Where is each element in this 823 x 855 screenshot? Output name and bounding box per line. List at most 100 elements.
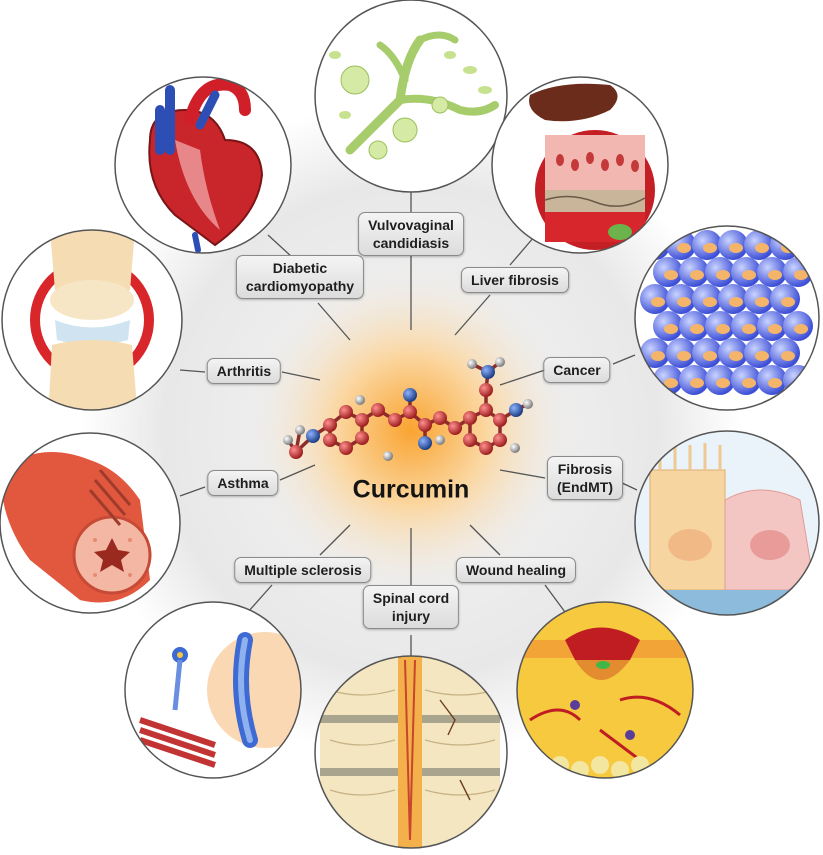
hydrogen-atom <box>495 357 505 367</box>
tumor-cell-nucleus <box>729 297 743 307</box>
hydrogen-atom <box>467 359 477 369</box>
center-title: Curcumin <box>352 475 470 504</box>
tumor-cell-nucleus <box>768 270 782 280</box>
label-line: (EndMT) <box>557 479 613 495</box>
label-line: Spinal cord <box>372 590 450 606</box>
label-line: Multiple sclerosis <box>244 562 362 578</box>
carbon-atom <box>493 433 507 447</box>
oxygen-atom <box>306 429 320 443</box>
carbon-atom <box>463 411 477 425</box>
label-line: candidiasis <box>372 235 450 251</box>
hydrogen-atom <box>383 451 393 461</box>
label-line: cardiomyopathy <box>245 278 355 294</box>
connector-lines <box>179 192 638 656</box>
label-arthritis: Arthritis <box>206 358 282 384</box>
tumor-cell <box>783 365 813 395</box>
tumor-cell-nucleus <box>716 270 730 280</box>
tumor-cell-nucleus <box>651 297 665 307</box>
tumor-cell-nucleus <box>716 324 730 334</box>
tumor-cell-nucleus <box>703 297 717 307</box>
tumor-cell-nucleus <box>742 324 756 334</box>
carbon-atom <box>339 405 353 419</box>
tumor-cell-nucleus <box>690 324 704 334</box>
tumor-cell-nucleus <box>690 270 704 280</box>
label-line: Asthma <box>217 475 269 491</box>
tumor-cell-nucleus <box>729 243 743 253</box>
tumor-cell-nucleus <box>716 378 730 388</box>
carbon-atom <box>403 405 417 419</box>
tumor-cell-nucleus <box>781 297 795 307</box>
carbon-atom <box>289 445 303 459</box>
carbon-atom <box>355 413 369 427</box>
label-line: injury <box>391 608 431 624</box>
tumor-cell-nucleus <box>677 297 691 307</box>
label-line: Diabetic <box>272 260 328 276</box>
tumor-cell-nucleus <box>755 243 769 253</box>
carbon-atom <box>463 433 477 447</box>
carbon-atom <box>323 433 337 447</box>
label-fibrosis-endmt: Fibrosis (EndMT) <box>547 456 623 500</box>
label-line: Arthritis <box>216 363 272 379</box>
carbon-atom <box>493 413 507 427</box>
tumor-cell-nucleus <box>703 351 717 361</box>
hydrogen-atom <box>295 425 305 435</box>
oxygen-atom <box>403 388 417 402</box>
tumor-cell-nucleus <box>742 270 756 280</box>
hydrogen-atom <box>283 435 293 445</box>
carbon-atom <box>418 418 432 432</box>
skin-wound-icon <box>516 601 694 779</box>
tumor-cell-nucleus <box>768 378 782 388</box>
tumor-cell-nucleus <box>781 351 795 361</box>
carbon-atom <box>339 441 353 455</box>
airway-bronchus-icon <box>0 432 181 614</box>
carbon-atom <box>388 413 402 427</box>
carbon-atom <box>433 411 447 425</box>
label-cancer: Cancer <box>543 357 611 383</box>
carbon-atom <box>323 418 337 432</box>
endothelial-cells-icon <box>634 430 820 616</box>
neuron-myelin-icon <box>124 601 302 779</box>
tumor-cell-nucleus <box>794 324 808 334</box>
label-liver-fibrosis: Liver fibrosis <box>461 267 569 293</box>
curcumin-molecule-icon <box>283 357 533 461</box>
label-line: Liver fibrosis <box>471 272 559 288</box>
label-wound-healing: Wound healing <box>455 557 577 583</box>
tumor-cell-nucleus <box>755 351 769 361</box>
tumor-cell-nucleus <box>768 324 782 334</box>
liver-tissue-icon <box>491 76 669 254</box>
carbon-atom <box>371 403 385 417</box>
label-multiple-sclerosis: Multiple sclerosis <box>234 557 372 583</box>
heart-icon <box>114 76 292 254</box>
tumor-cell-nucleus <box>664 270 678 280</box>
label-spinal-cord-injury: Spinal cord injury <box>362 585 460 629</box>
tumor-cell-nucleus <box>755 297 769 307</box>
tumor-cell-nucleus <box>664 324 678 334</box>
oxygen-atom <box>509 403 523 417</box>
tumor-cell-nucleus <box>794 270 808 280</box>
tumor-cell-nucleus <box>677 243 691 253</box>
oxygen-atom <box>418 436 432 450</box>
tumor-cell-nucleus <box>742 378 756 388</box>
hydrogen-atom <box>510 443 520 453</box>
label-line: Cancer <box>553 362 601 378</box>
carbon-atom <box>479 441 493 455</box>
oxygen-atom <box>481 365 495 379</box>
label-line: Wound healing <box>465 562 567 578</box>
tumor-cell-cluster-icon <box>634 225 820 411</box>
knee-joint-icon <box>1 229 183 411</box>
tumor-cell-nucleus <box>677 351 691 361</box>
label-asthma: Asthma <box>207 470 279 496</box>
carbon-atom <box>448 421 462 435</box>
fungus-hyphae-icon <box>314 0 508 193</box>
carbon-atom <box>479 383 493 397</box>
tumor-cell-nucleus <box>651 351 665 361</box>
hydrogen-atom <box>435 435 445 445</box>
tumor-cell-nucleus <box>664 378 678 388</box>
carbon-atom <box>355 431 369 445</box>
tumor-cell-nucleus <box>729 351 743 361</box>
label-line: Fibrosis <box>557 461 613 477</box>
hydrogen-atom <box>355 395 365 405</box>
